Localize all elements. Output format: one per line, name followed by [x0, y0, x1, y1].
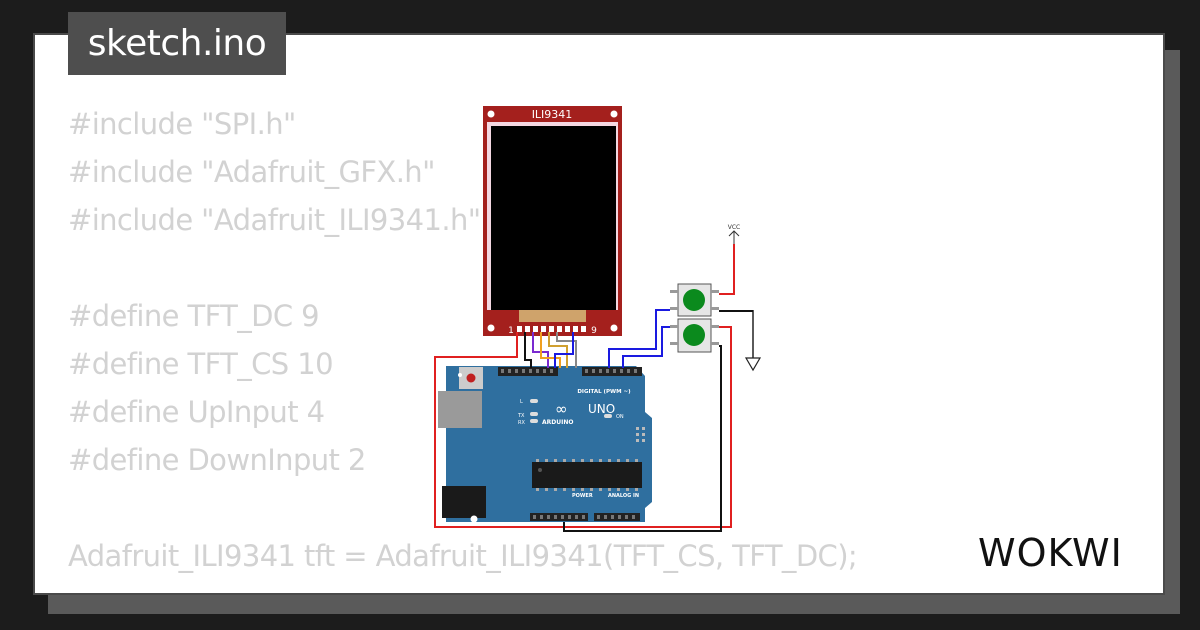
display-pin-last: 9 — [591, 326, 597, 336]
pushbutton-up[interactable] — [670, 283, 719, 317]
arduino-uno-board[interactable]: DIGITAL (PWM ~) ∞ UNO ARDUINO L TX RX ON — [438, 366, 652, 523]
board-brand: ARDUINO — [542, 419, 573, 426]
led-rx — [530, 419, 538, 423]
display-screen — [491, 126, 616, 310]
vcc-label: VCC — [728, 224, 740, 231]
power-jack — [442, 486, 486, 518]
microcontroller-chip — [532, 462, 642, 488]
code-line: #include "Adafruit_GFX.h" — [68, 155, 435, 189]
ground-symbol[interactable] — [744, 310, 762, 372]
led-on-label: ON — [616, 414, 624, 420]
code-listing: #include "SPI.h" #include "Adafruit_GFX.… — [68, 100, 858, 580]
code-line: #define TFT_DC 9 — [68, 299, 320, 333]
code-line: #include "Adafruit_ILI9341.h" — [68, 203, 481, 237]
board-model: UNO — [588, 402, 615, 416]
digital-header-label: DIGITAL (PWM ~) — [577, 389, 631, 395]
wires — [434, 244, 753, 532]
code-line: Adafruit_ILI9341 tft = Adafruit_ILI9341(… — [68, 539, 858, 573]
usb-port — [438, 391, 482, 428]
led-tx-label: TX — [517, 413, 525, 419]
file-tab[interactable]: sketch.ino — [68, 12, 286, 75]
code-line: #define TFT_CS 10 — [68, 347, 334, 381]
code-line: #define UpInput 4 — [68, 395, 325, 429]
wokwi-logo: WOKWI — [978, 531, 1123, 575]
led-l-label: L — [520, 399, 523, 405]
code-line: #include "SPI.h" — [68, 107, 296, 141]
board-infinity-logo: ∞ — [555, 400, 568, 418]
wokwi-logo-text: WOKWI — [978, 531, 1123, 575]
led-l — [530, 399, 538, 403]
display-pin-first: 1 — [508, 326, 514, 336]
pushbutton-down[interactable] — [670, 318, 719, 353]
vcc-symbol[interactable]: VCC — [728, 224, 740, 244]
code-line: #define DownInput 2 — [68, 443, 366, 477]
display-label: ILI9341 — [532, 108, 573, 121]
led-tx — [530, 412, 538, 416]
power-header-label: POWER — [572, 493, 593, 499]
led-on — [604, 414, 612, 418]
ili9341-display[interactable]: ILI9341 1 9 — [483, 106, 622, 336]
led-rx-label: RX — [518, 420, 525, 426]
analog-header-label: ANALOG IN — [608, 493, 639, 499]
